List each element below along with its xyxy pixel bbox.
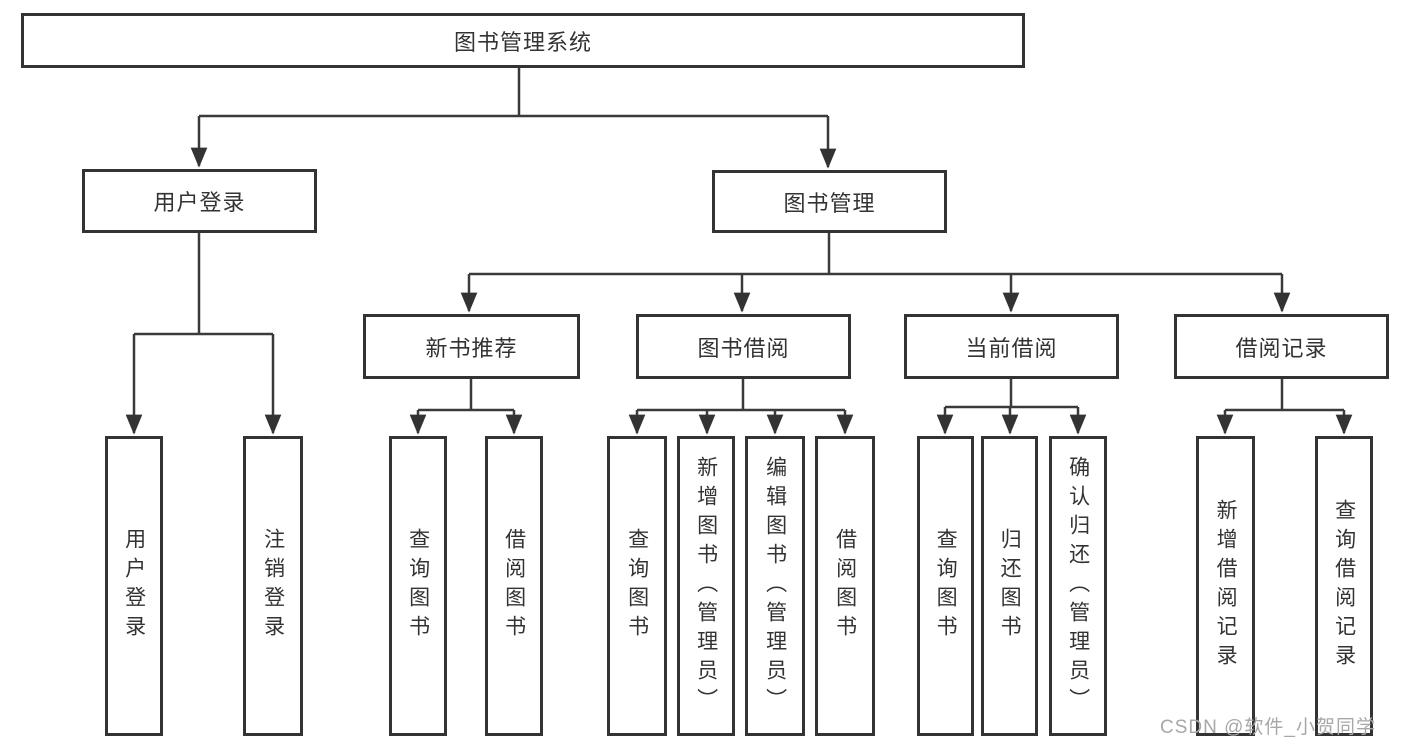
leaf-current-query-books: 查询图书 [917,436,974,736]
edges-borrow-records [1216,379,1353,435]
leaf-query-borrow-record-label: 查询借阅记录 [1332,499,1356,673]
leaf-user-login: 用户登录 [105,436,163,736]
leaf-current-query-books-label: 查询图书 [934,528,958,644]
node-user-login: 用户登录 [82,169,317,233]
node-library-management-system: 图书管理系统 [21,13,1025,68]
edges-current-borrow [936,379,1087,435]
node-book-management: 图书管理 [712,170,947,233]
leaf-confirm-return-admin: 确认归还（管理员） [1049,436,1107,736]
node-book-borrow: 图书借阅 [636,314,851,379]
leaf-edit-books-admin: 编辑图书（管理员） [745,436,805,736]
edges-book-borrow [628,379,854,435]
leaf-borrow-books-label: 借阅图书 [833,528,857,644]
leaf-borrow-query-books-label: 查询图书 [625,528,649,644]
csdn-watermark: CSDN @软件_小贺同学 [1160,717,1376,738]
edges-root [190,68,837,169]
leaf-borrow-books: 借阅图书 [815,436,875,736]
node-new-book-recommend: 新书推荐 [363,314,580,379]
leaf-recommend-borrow-books: 借阅图书 [485,436,543,736]
leaf-logout: 注销登录 [243,436,303,736]
leaf-return-books-label: 归还图书 [998,528,1022,644]
node-borrow-records: 借阅记录 [1174,314,1389,379]
edges-user-login [125,233,282,435]
leaf-query-borrow-record: 查询借阅记录 [1315,436,1373,736]
leaf-edit-books-admin-label: 编辑图书（管理员） [763,455,787,717]
leaf-confirm-return-admin-label: 确认归还（管理员） [1066,455,1090,717]
leaf-recommend-query-books: 查询图书 [389,436,447,736]
leaf-user-login-label: 用户登录 [122,528,146,644]
leaf-recommend-query-books-label: 查询图书 [406,528,430,644]
node-current-borrow: 当前借阅 [904,314,1119,379]
edges-book-management [460,233,1291,313]
leaf-recommend-borrow-books-label: 借阅图书 [502,528,526,644]
leaf-borrow-query-books: 查询图书 [607,436,667,736]
edges-new-book-recommend [409,379,523,435]
leaf-return-books: 归还图书 [981,436,1038,736]
leaf-add-borrow-record-label: 新增借阅记录 [1214,499,1238,673]
leaf-logout-label: 注销登录 [261,528,285,644]
leaf-add-books-admin-label: 新增图书（管理员） [694,455,718,717]
leaf-add-books-admin: 新增图书（管理员） [677,436,735,736]
leaf-add-borrow-record: 新增借阅记录 [1196,436,1255,736]
